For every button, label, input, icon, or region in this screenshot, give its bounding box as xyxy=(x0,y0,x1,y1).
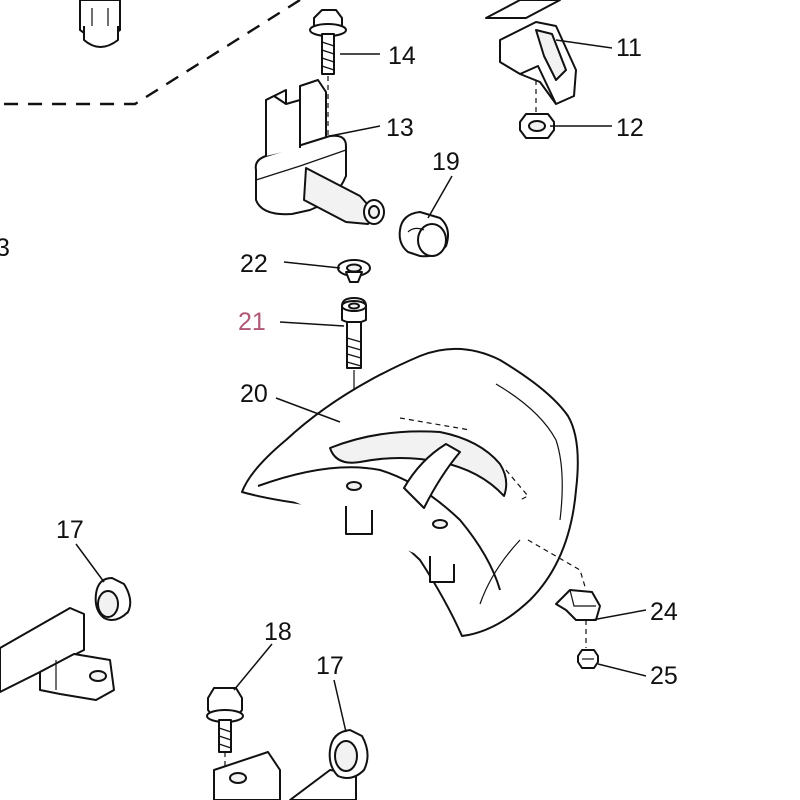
leader-25 xyxy=(597,663,647,677)
cap-19 xyxy=(398,211,449,258)
callout-22: 22 xyxy=(240,250,268,278)
bolt-14 xyxy=(309,9,347,136)
callout-14: 14 xyxy=(388,42,416,70)
rubber-17-right xyxy=(328,729,369,779)
leader-11 xyxy=(555,39,613,49)
leader-21 xyxy=(279,321,345,327)
callout-24: 24 xyxy=(650,598,678,626)
bolt-18 xyxy=(206,687,244,772)
callout-20: 20 xyxy=(240,380,268,408)
leader-13 xyxy=(329,125,381,137)
cover-20 xyxy=(241,347,587,637)
bolt-21 xyxy=(341,297,367,478)
callout-edge-fragment: 3 xyxy=(0,234,10,262)
leader-17-right xyxy=(333,679,347,733)
clip-11 xyxy=(485,0,577,118)
leader-24 xyxy=(591,609,647,621)
nut-12 xyxy=(519,113,555,139)
callout-12: 12 xyxy=(616,114,644,142)
callout-17-right: 17 xyxy=(316,652,344,680)
callout-25: 25 xyxy=(650,662,678,690)
callout-18: 18 xyxy=(264,618,292,646)
rubber-17-left xyxy=(94,577,132,621)
leader-17-left xyxy=(75,543,105,583)
leader-lines xyxy=(75,39,647,733)
leader-20 xyxy=(275,397,341,423)
callout-17-left: 17 xyxy=(56,516,84,544)
screw-25 xyxy=(577,649,599,669)
left-bracket xyxy=(0,607,115,701)
leader-22 xyxy=(283,261,341,269)
leader-18 xyxy=(233,643,273,691)
callout-21: 21 xyxy=(238,308,266,336)
washer-22 xyxy=(337,259,371,283)
callout-11: 11 xyxy=(616,34,642,62)
top-left-partial-part xyxy=(79,0,121,48)
callout-13: 13 xyxy=(386,114,414,142)
leader-19 xyxy=(427,175,453,219)
callout-19: 19 xyxy=(432,148,460,176)
clip-24 xyxy=(555,589,601,648)
holder-13 xyxy=(254,79,385,225)
frame-boundary-dashed-line xyxy=(0,0,301,106)
